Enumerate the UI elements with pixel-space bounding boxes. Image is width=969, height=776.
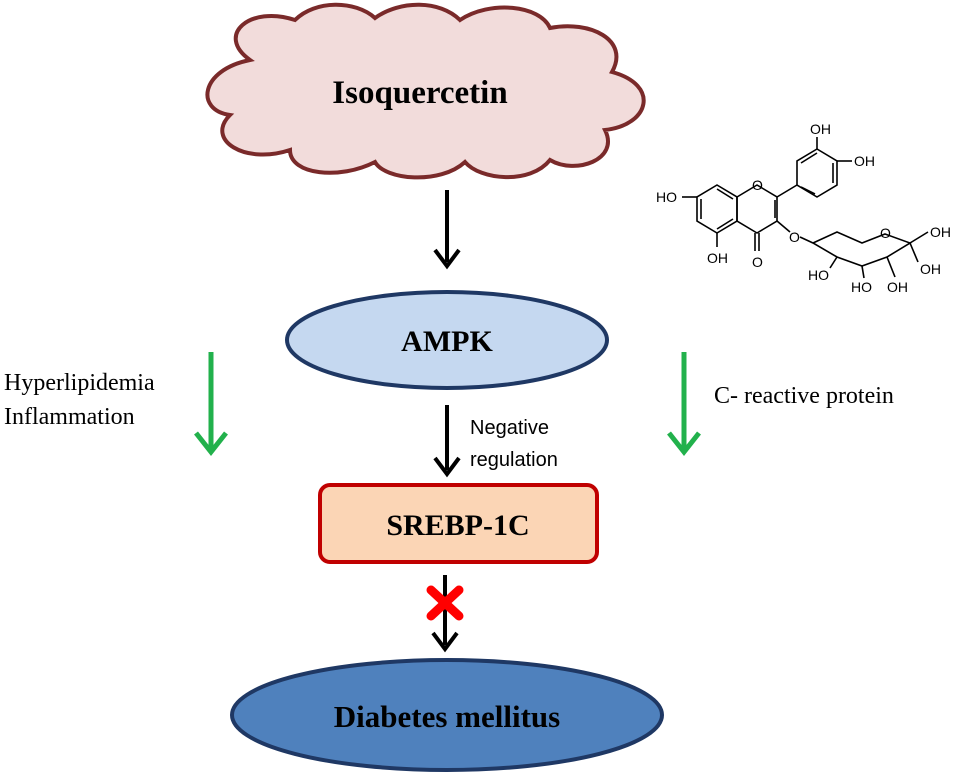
left-decrease-arrow-icon — [194, 352, 228, 457]
c-reactive-protein-label: C- reactive protein — [714, 383, 894, 409]
ampk-node: AMPK — [285, 290, 609, 390]
ampk-ellipse — [285, 290, 609, 390]
ring-o: O — [752, 177, 763, 193]
arrow-srebp-to-diabetes — [431, 575, 459, 653]
ampk-label: AMPK — [401, 325, 493, 358]
oh-5: OH — [707, 250, 728, 266]
glyco-o: O — [789, 229, 800, 245]
inflammation-label: Inflammation — [4, 404, 135, 430]
right-decrease-arrow-icon — [667, 352, 701, 457]
diabetes-label: Diabetes mellitus — [334, 699, 560, 734]
b-ring — [796, 148, 838, 198]
sugar-oh-right: OH — [920, 261, 941, 277]
carbonyl-o: O — [752, 254, 763, 270]
arrow-ampk-to-srebp — [433, 405, 461, 478]
srebp-box — [318, 483, 599, 564]
srebp-label: SREBP-1C — [386, 509, 529, 542]
isoquercetin-structure-labels: OH OH HO O OH O O O OH HO HO OH OH — [656, 121, 951, 295]
diabetes-ellipse — [230, 658, 664, 772]
arrow-isoquercetin-to-ampk — [433, 190, 461, 270]
diabetes-node: Diabetes mellitus — [230, 658, 664, 772]
block-x-icon — [426, 585, 464, 621]
isoquercetin-cloud: Isoquercetin — [205, 2, 646, 180]
isoquercetin-label: Isoquercetin — [332, 75, 507, 111]
sugar-oh-left: HO — [808, 267, 829, 283]
oh-catechol-right: OH — [854, 153, 875, 169]
hyperlipidemia-label: Hyperlipidemia — [4, 370, 155, 396]
negative-regulation-label-line2: regulation — [470, 449, 558, 471]
srebp-node: SREBP-1C — [318, 483, 599, 564]
ho-a-ring: HO — [656, 189, 677, 205]
sugar-ch2oh: OH — [930, 224, 951, 240]
cloud-shape — [205, 2, 646, 180]
sugar-oh-bottom: OH — [887, 279, 908, 295]
a-ring — [696, 184, 738, 234]
sugar-oh-mid: HO — [851, 279, 872, 295]
sugar-ring — [811, 231, 912, 267]
oh-catechol-top: OH — [810, 121, 831, 137]
sugar-ring-o: O — [880, 225, 891, 241]
isoquercetin-structure — [682, 137, 929, 279]
negative-regulation-label-line1: Negative — [470, 417, 549, 439]
